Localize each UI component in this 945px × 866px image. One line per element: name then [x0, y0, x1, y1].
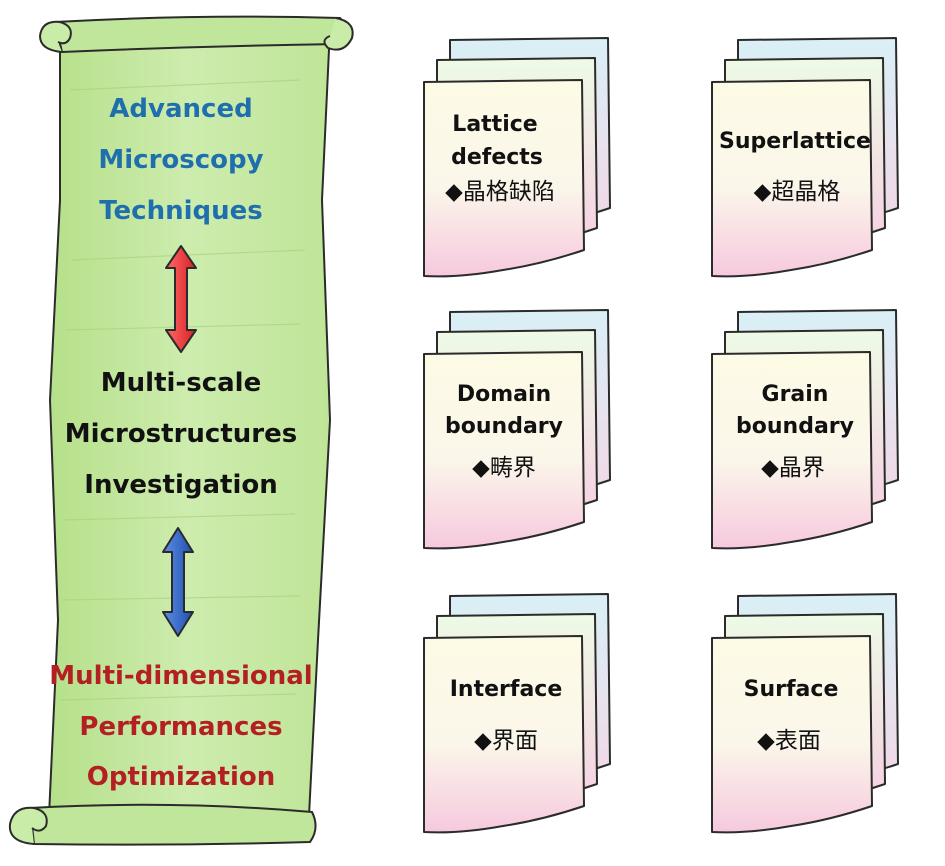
- card-sheet-front: [711, 79, 873, 278]
- scroll-banner: [8, 15, 354, 846]
- card-chinese-label: ◆超晶格: [753, 179, 841, 205]
- investigation-line: Investigation: [84, 470, 278, 500]
- optimization-line: Multi-dimensional: [49, 661, 313, 691]
- scroll-top-curl-right: [323, 17, 354, 51]
- card-stack: [423, 309, 611, 550]
- card-title-line: boundary: [445, 414, 563, 439]
- card-sheet-front: [711, 635, 873, 834]
- card-chinese-label: ◆表面: [757, 728, 821, 754]
- optimization-line: Optimization: [86, 762, 276, 792]
- double-arrow-icon: [165, 245, 197, 353]
- scroll-bottom-roll: [28, 803, 317, 846]
- card-title-line: Interface: [449, 677, 563, 702]
- card-title-line: Domain: [456, 382, 552, 407]
- card-sheet-front: [423, 635, 585, 834]
- card-stack: [711, 37, 899, 278]
- investigation-line: Microstructures: [64, 419, 298, 449]
- card-sheet-front: [423, 79, 585, 278]
- investigation-line: Multi-scale: [100, 368, 262, 398]
- card-chinese-label: ◆界面: [474, 728, 538, 754]
- card-stack: [423, 37, 611, 278]
- card-sheet-front: [711, 351, 873, 550]
- scroll-bottom-curl-left: [8, 806, 48, 845]
- card-title-line: Lattice: [452, 112, 538, 137]
- card-stack: [423, 593, 611, 834]
- card-chinese-label: ◆晶界: [761, 455, 825, 481]
- card-title-line: boundary: [736, 414, 854, 439]
- technique-line: Techniques: [99, 196, 263, 226]
- double-arrow-icon: [162, 527, 194, 637]
- scroll-top-curl-left: [38, 20, 72, 53]
- card-title-line: defects: [451, 145, 543, 170]
- card-sheet-front: [423, 351, 585, 550]
- technique-line: Microscopy: [98, 145, 264, 175]
- card-title-line: Superlattice: [719, 129, 871, 154]
- card-chinese-label: ◆晶格缺陷: [445, 179, 555, 205]
- card-chinese-label: ◆畴界: [472, 455, 536, 481]
- technique-line: Advanced: [109, 94, 253, 124]
- card-title-line: Grain: [761, 382, 829, 407]
- card-stack: [711, 309, 899, 550]
- optimization-line: Performances: [79, 712, 283, 742]
- card-title-line: Surface: [743, 677, 839, 702]
- card-stack: [711, 593, 899, 834]
